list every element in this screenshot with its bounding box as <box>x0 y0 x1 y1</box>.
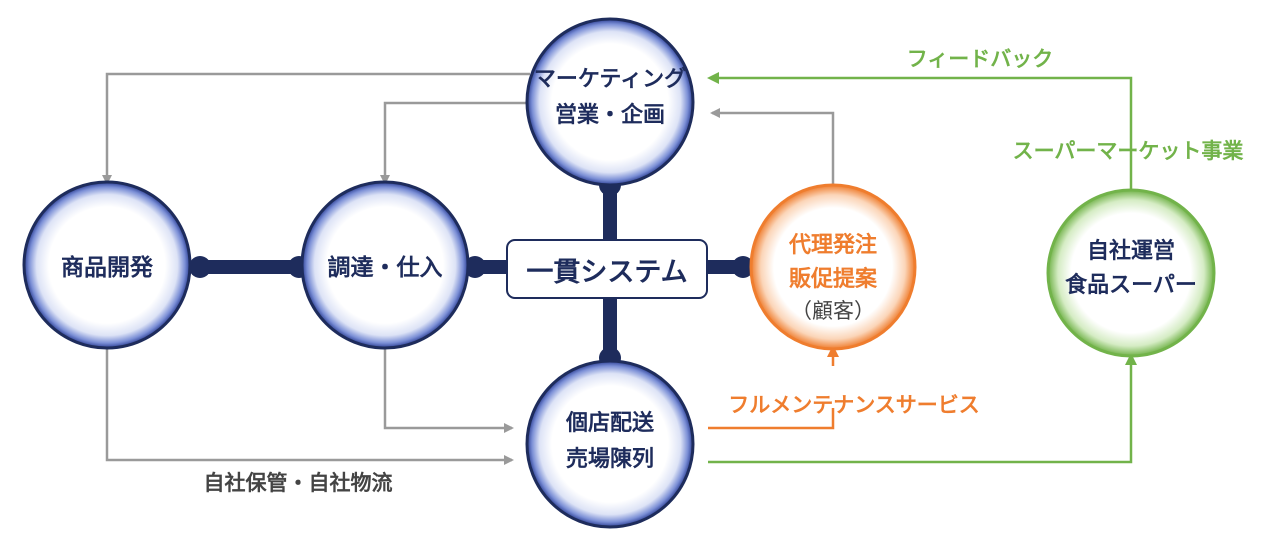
arrow-marketing-to-product-dev <box>102 72 530 185</box>
delivery-line1: 個店配送 <box>565 410 654 436</box>
node-procurement: 調達・仕入 <box>300 180 470 350</box>
supermarket-business-label: スーパーマーケット事業 <box>1013 139 1245 163</box>
connector-system-to-delivery <box>603 296 617 364</box>
feedback-label: フィードバック <box>907 47 1054 71</box>
integrated-system-box <box>506 239 708 299</box>
node-agency: 代理発注 販促提案 （顧客） <box>749 183 917 351</box>
full-maintenance-label: フルメンテナンスサービス <box>728 393 980 417</box>
connector-knob <box>464 256 486 278</box>
connector-product-to-procurement <box>195 260 307 274</box>
arrow-delivery-to-supermarket <box>708 353 1137 464</box>
agency-line2: 販促提案 <box>789 266 878 292</box>
node-marketing: マーケティング 営業・企画 <box>525 17 695 187</box>
supermarket-line2: 食品スーパー <box>1065 272 1197 298</box>
marketing-line2: 営業・企画 <box>555 102 665 128</box>
arrow-marketing-to-procurement <box>380 101 530 185</box>
node-delivery: 個店配送 売場陳列 <box>525 359 695 529</box>
integrated-system-label: 一貫システム <box>526 256 688 288</box>
delivery-line2: 売場陳列 <box>566 446 654 472</box>
marketing-line1: マーケティング <box>534 66 686 92</box>
node-product-dev: 商品開発 <box>22 180 192 350</box>
arrow-feedback-to-marketing <box>707 72 1133 190</box>
procurement-label: 調達・仕入 <box>328 254 443 281</box>
logistics-label: 自社保管・自社物流 <box>204 471 393 495</box>
supermarket-line1: 自社運営 <box>1087 238 1175 264</box>
agency-line3: （顧客） <box>791 299 875 323</box>
node-supermarket: 自社運営 食品スーパー <box>1046 188 1216 358</box>
arrow-delivery-to-agency <box>708 408 835 430</box>
connector-knob <box>189 256 211 278</box>
product-dev-label: 商品開発 <box>61 254 154 281</box>
arrow-agency-to-marketing <box>710 108 835 186</box>
connector-knob <box>732 256 754 278</box>
arrow-product-dev-to-delivery <box>105 345 514 465</box>
agency-line1: 代理発注 <box>788 232 877 258</box>
arrow-procurement-to-delivery <box>383 345 514 433</box>
